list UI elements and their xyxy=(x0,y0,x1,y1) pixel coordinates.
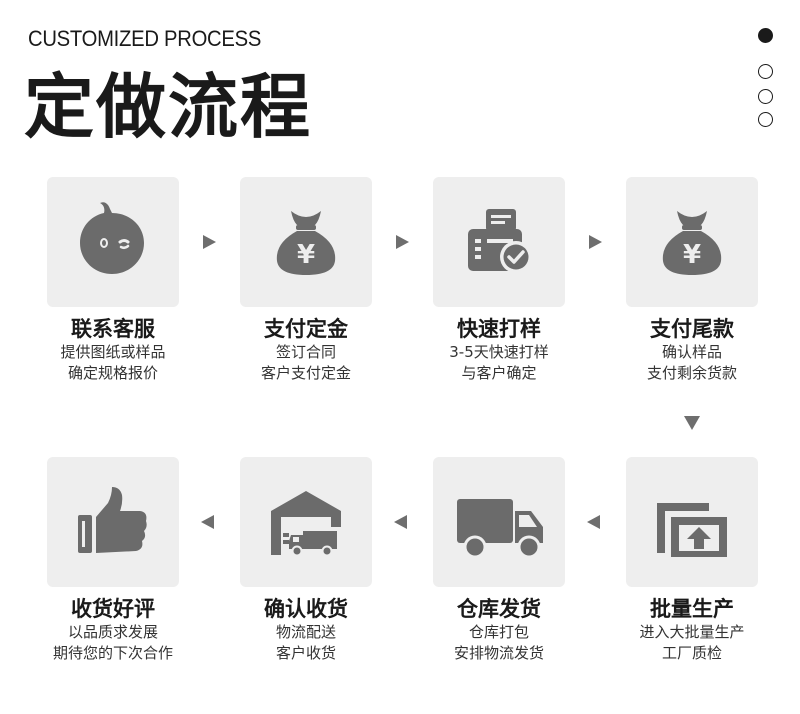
truck-icon xyxy=(457,499,543,559)
step-title: 批量生产 xyxy=(650,597,734,621)
step-card-balance: ¥ xyxy=(626,177,758,307)
page-title: 定做流程 xyxy=(24,66,312,148)
step-card-sample xyxy=(433,177,565,307)
step-desc-line2: 期待您的下次合作 xyxy=(52,644,173,662)
step-title: 联系客服 xyxy=(71,317,155,341)
arrow-right-icon xyxy=(396,235,409,249)
step-label-contact: 联系客服 提供图纸或样品 确定规格报价 xyxy=(23,316,203,384)
step-label-production: 批量生产 进入大批量生产 工厂质检 xyxy=(602,596,782,664)
arrow-down-icon xyxy=(684,416,700,430)
pagination-dot-3[interactable] xyxy=(758,89,773,104)
step-desc-line1: 3-5天快速打样 xyxy=(449,343,549,361)
step-desc-line1: 提供图纸或样品 xyxy=(60,343,166,361)
money-bag-icon: ¥ xyxy=(276,211,336,275)
step-title: 收货好评 xyxy=(71,597,155,621)
step-label-ship: 仓库发货 仓库打包 安排物流发货 xyxy=(409,596,589,664)
pagination-dot-2[interactable] xyxy=(758,64,773,79)
chat-bubble-icon xyxy=(80,202,144,274)
step-desc-line1: 仓库打包 xyxy=(468,623,529,641)
step-desc-line1: 确认样品 xyxy=(661,343,722,361)
step-desc-line2: 确定规格报价 xyxy=(67,364,158,382)
arrow-right-icon xyxy=(203,235,216,249)
step-label-review: 收货好评 以品质求发展 期待您的下次合作 xyxy=(23,596,203,664)
step-desc-line1: 物流配送 xyxy=(275,623,336,641)
arrow-left-icon xyxy=(394,515,407,529)
step-desc-line2: 客户收货 xyxy=(275,644,336,662)
printer-check-icon xyxy=(468,209,532,273)
step-card-contact xyxy=(47,177,179,307)
step-desc-line2: 工厂质检 xyxy=(661,644,722,662)
step-desc-line2: 客户支付定金 xyxy=(260,364,351,382)
step-label-balance: 支付尾款 确认样品 支付剩余货款 xyxy=(602,316,782,384)
step-card-ship xyxy=(433,457,565,587)
step-card-review xyxy=(47,457,179,587)
svg-text:¥: ¥ xyxy=(683,240,701,270)
step-label-sample: 快速打样 3-5天快速打样 与客户确定 xyxy=(409,316,589,384)
thumbs-up-icon xyxy=(78,487,147,553)
step-title: 确认收货 xyxy=(264,597,348,621)
step-title: 支付尾款 xyxy=(650,317,734,341)
step-title: 支付定金 xyxy=(264,317,348,341)
step-desc-line2: 与客户确定 xyxy=(461,364,537,382)
warehouse-truck-icon xyxy=(271,491,341,557)
arrow-right-icon xyxy=(589,235,602,249)
arrow-left-icon xyxy=(587,515,600,529)
step-title: 仓库发货 xyxy=(457,597,541,621)
page-subtitle: CUSTOMIZED PROCESS xyxy=(28,26,262,51)
step-desc-line1: 进入大批量生产 xyxy=(639,623,745,641)
pagination-dot-1[interactable] xyxy=(758,28,773,43)
step-label-deposit: 支付定金 签订合同 客户支付定金 xyxy=(216,316,396,384)
step-desc-line2: 安排物流发货 xyxy=(453,644,544,662)
step-card-receive xyxy=(240,457,372,587)
upload-box-icon xyxy=(657,503,727,557)
arrow-left-icon xyxy=(201,515,214,529)
money-bag-icon: ¥ xyxy=(662,211,722,275)
step-label-receive: 确认收货 物流配送 客户收货 xyxy=(216,596,396,664)
step-card-deposit: ¥ xyxy=(240,177,372,307)
pagination-dot-4[interactable] xyxy=(758,112,773,127)
step-title: 快速打样 xyxy=(457,317,541,341)
svg-text:¥: ¥ xyxy=(297,240,315,270)
step-desc-line1: 签订合同 xyxy=(275,343,336,361)
step-card-production xyxy=(626,457,758,587)
step-desc-line2: 支付剩余货款 xyxy=(646,364,737,382)
step-desc-line1: 以品质求发展 xyxy=(67,623,158,641)
